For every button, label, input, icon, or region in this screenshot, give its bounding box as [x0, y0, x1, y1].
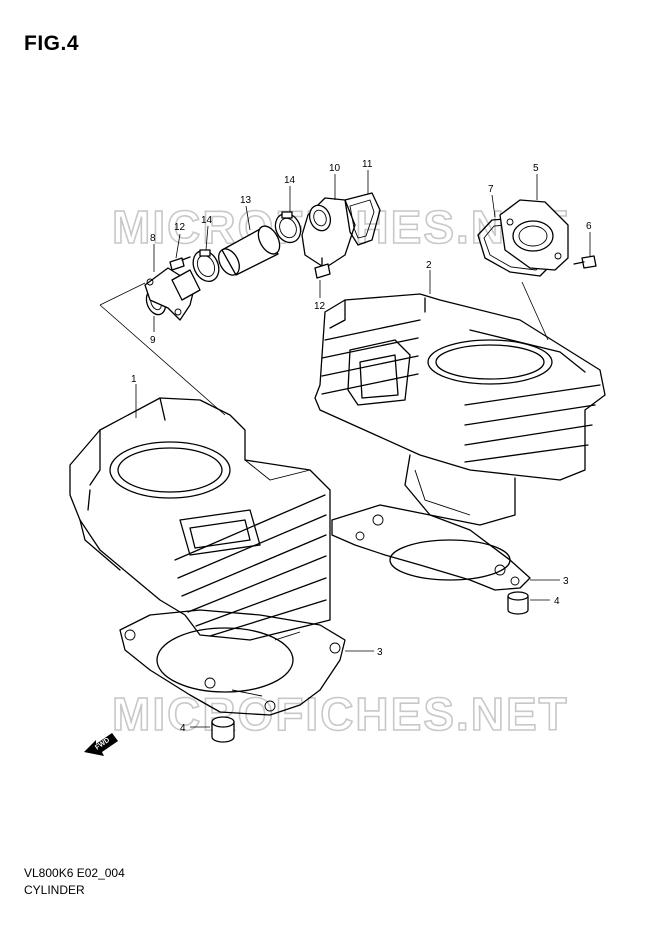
rear-cylinder	[314, 293, 606, 526]
callout-7: 7	[488, 184, 494, 195]
figure-caption: CYLINDER	[24, 883, 85, 897]
watermark-bottom: MICROFICHES.NET	[112, 688, 569, 740]
bolt-12-left	[169, 256, 191, 271]
figure-label: FIG.4	[24, 32, 80, 55]
intake-pipe-10	[301, 197, 356, 269]
model-code: VL800K6 E02_004	[24, 866, 125, 880]
hose-clamp-14-right	[274, 211, 302, 244]
callout-6: 6	[586, 221, 592, 232]
hose-clamp-14-left	[192, 249, 220, 283]
bolt-6	[573, 255, 597, 269]
callouts: 1 2 3 3 4 4 5 6 7 8 9 10 11 12 12 13 14 …	[131, 159, 592, 734]
callout-12-upper: 12	[174, 222, 186, 233]
intake-pipe-8	[144, 267, 201, 321]
callout-14-left: 14	[201, 215, 213, 226]
intake-hose-13	[218, 225, 281, 276]
callout-5: 5	[533, 163, 539, 174]
callout-4-upper: 4	[554, 596, 560, 607]
callout-13: 13	[240, 195, 252, 206]
callout-2: 2	[426, 260, 432, 271]
bolt-12-lower	[314, 257, 331, 279]
callout-1: 1	[131, 374, 137, 385]
gasket-11	[344, 192, 381, 246]
callout-4-lower: 4	[180, 723, 186, 734]
dowel-pin-rear	[507, 591, 529, 615]
cover-5	[499, 199, 569, 271]
callout-12-lower: 12	[314, 301, 326, 312]
callout-3-lower: 3	[377, 647, 383, 658]
callout-8: 8	[150, 233, 156, 244]
callout-10: 10	[329, 163, 341, 174]
callout-11: 11	[362, 159, 373, 170]
callout-9: 9	[150, 335, 156, 346]
front-base-gasket	[119, 609, 346, 716]
callout-3-upper: 3	[563, 576, 569, 587]
callout-14-right: 14	[284, 175, 296, 186]
rear-base-gasket	[331, 504, 531, 591]
fwd-arrow: FWD	[84, 733, 118, 756]
leader-lines	[99, 170, 591, 728]
front-cylinder	[69, 397, 331, 641]
dowel-pin-front	[211, 716, 235, 743]
